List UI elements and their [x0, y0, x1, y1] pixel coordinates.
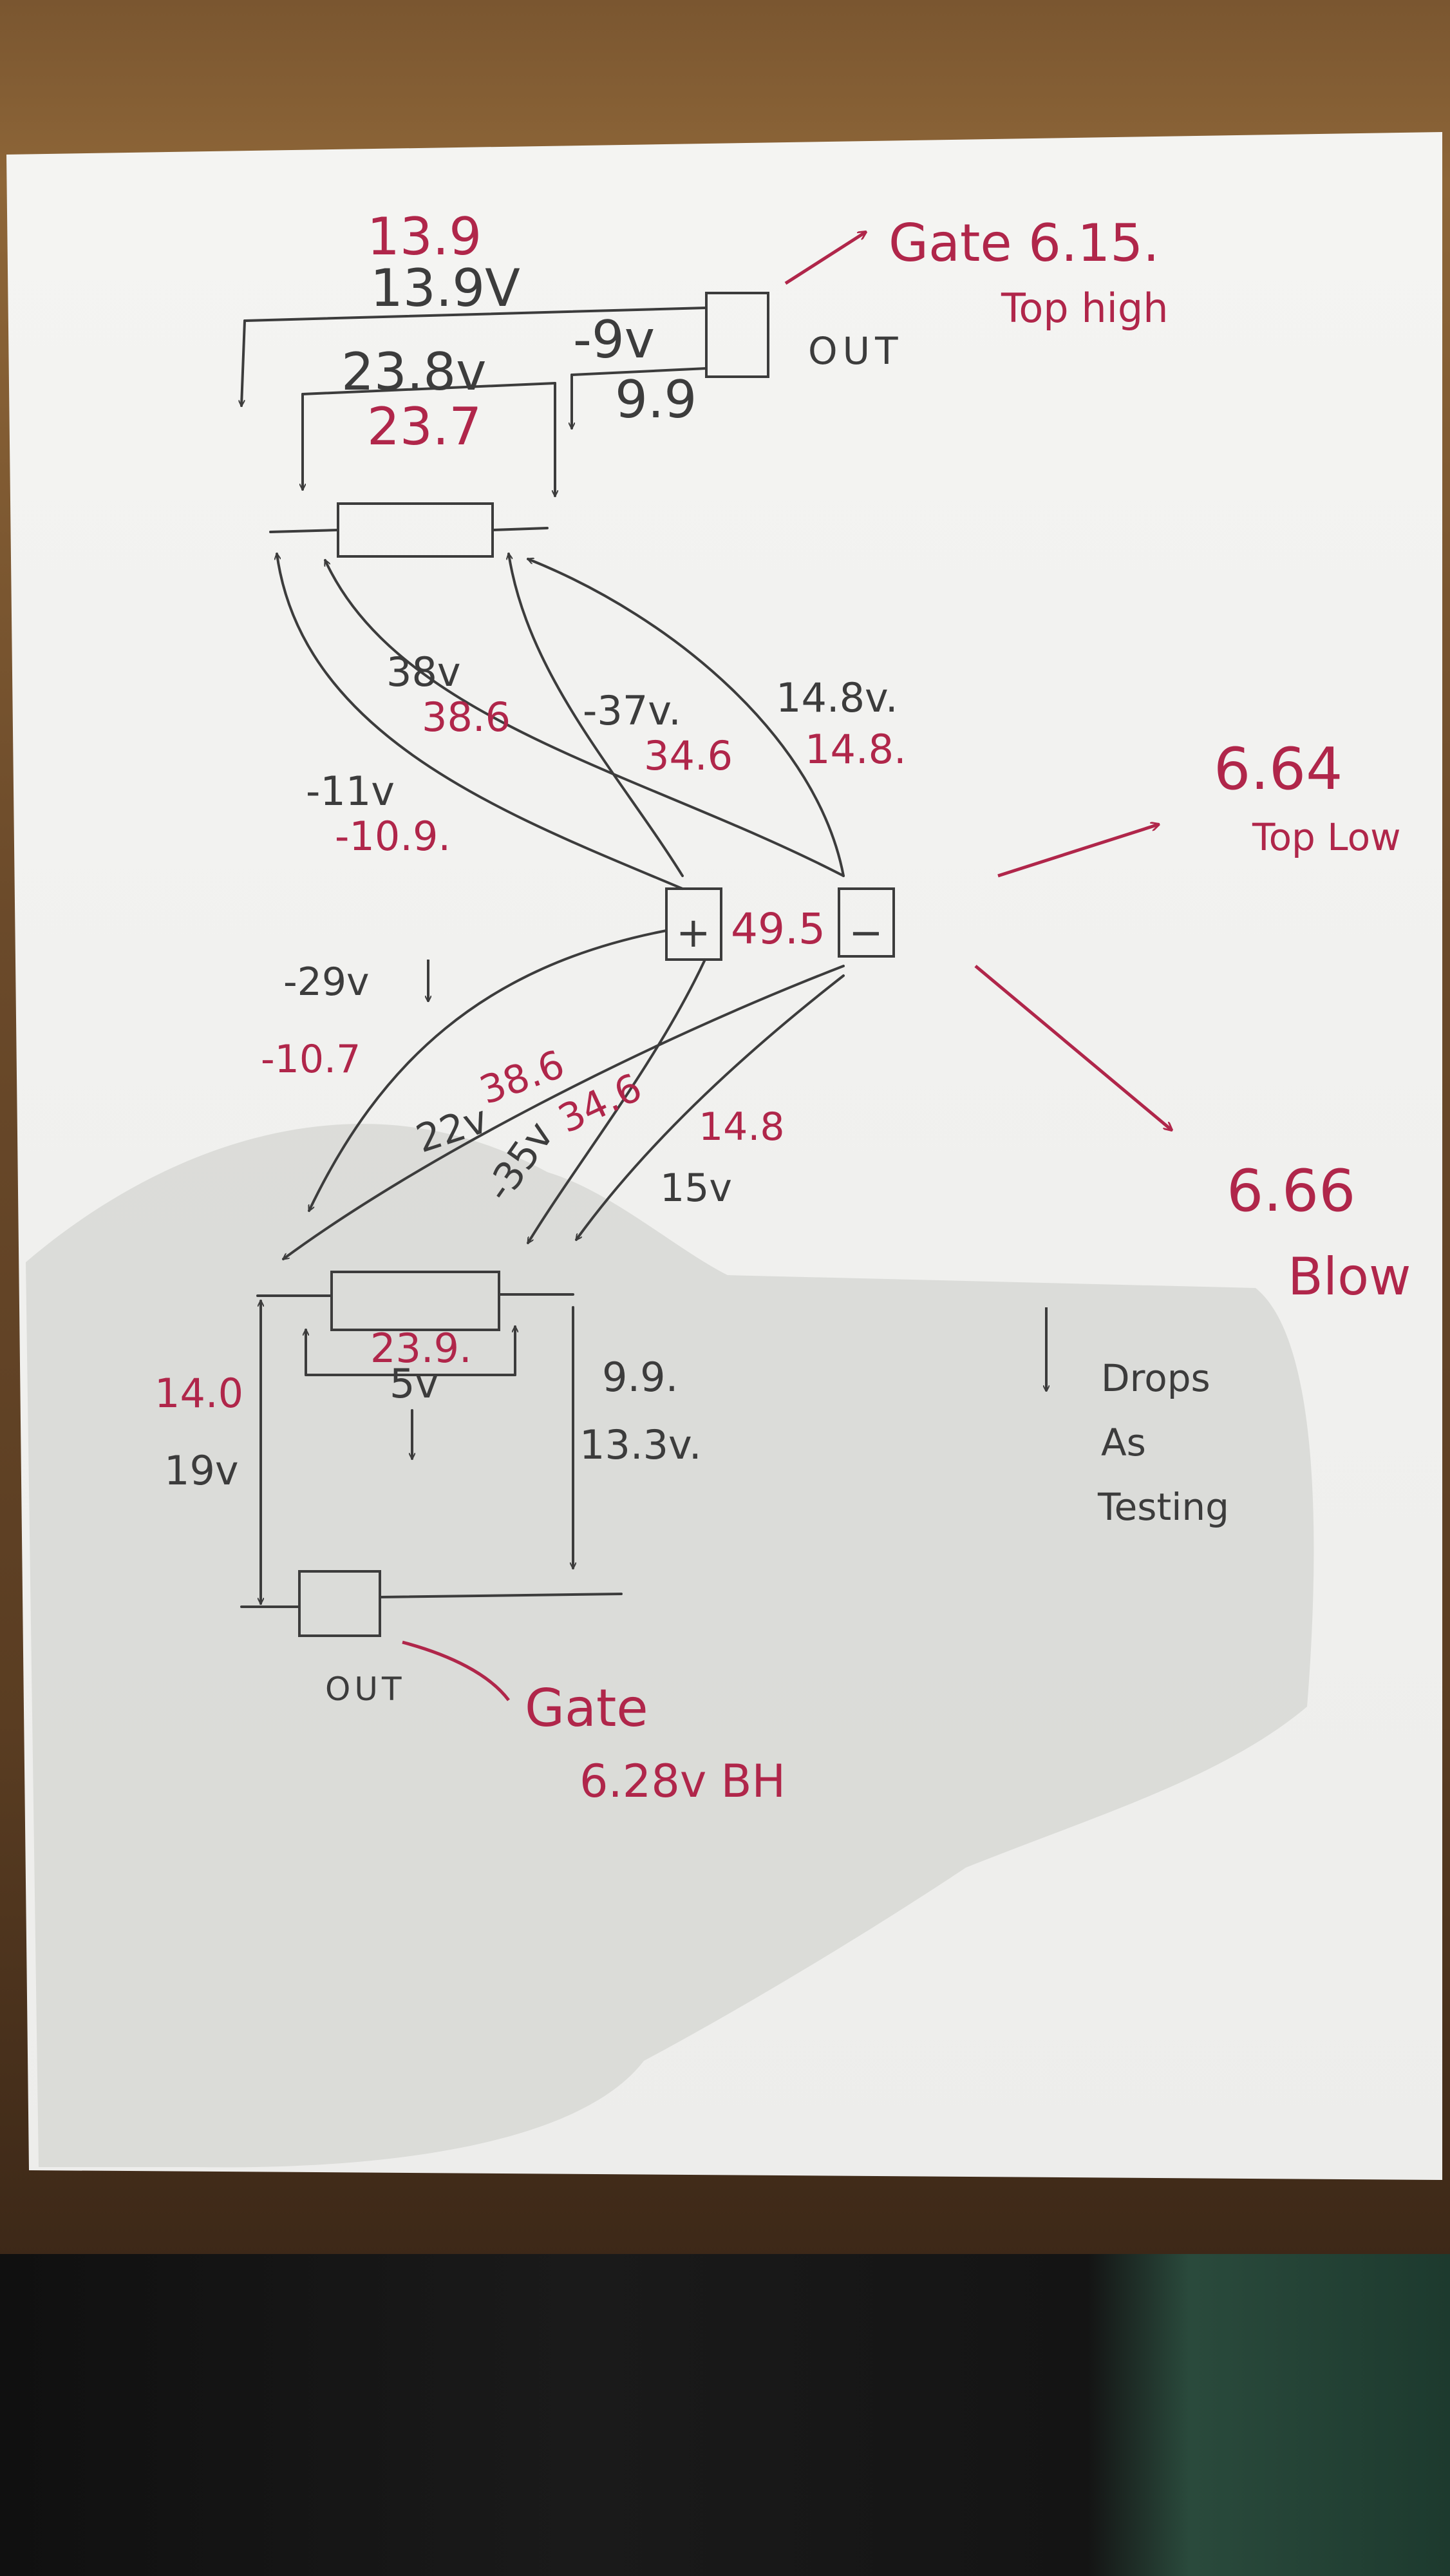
top-bus-line [243, 307, 708, 322]
top-section [241, 292, 769, 558]
wire-minus-to-bottom-right [575, 974, 845, 1240]
minus-terminal-label: − [849, 909, 883, 957]
top-gate-note: Gate 6.15. [889, 213, 1160, 273]
wire-plus-to-top-right [509, 553, 684, 877]
low-label-148: 14.8 [699, 1104, 785, 1150]
bottom-gate-value: 6.28v BH [579, 1755, 786, 1808]
bottom-gate-note: Gate [525, 1678, 648, 1738]
top-low-value: 6.64 [1214, 735, 1342, 803]
top-gate-arrow [784, 232, 866, 285]
hand-shadow [26, 1124, 1314, 2168]
blow-value: 6.66 [1227, 1157, 1355, 1225]
plus-terminal-box [665, 887, 722, 961]
top-out-lower-line [570, 367, 708, 376]
top-gate-sub: Top high [1001, 285, 1169, 332]
mid-label-346: 34.6 [644, 732, 733, 779]
bottom-label-133: 13.3v. [579, 1421, 702, 1468]
bottom-label-19v: 19v [164, 1447, 239, 1494]
mid-label-neg11: -11v [306, 768, 395, 815]
bottom-out-lead-right [379, 1593, 623, 1598]
wire-minus-to-top-right [528, 559, 845, 877]
blow-label: Blow [1288, 1247, 1411, 1307]
mid-label-386: 38.6 [422, 694, 511, 741]
drops-line-1: Drops [1101, 1356, 1210, 1400]
top-labels: 13.9 13.9V 23.8v 23.7 -9v 9.9 OUT Gate 6… [341, 207, 1169, 457]
floor-background [0, 2254, 1450, 2576]
center-voltage: 49.5 [731, 904, 825, 954]
drops-line-3: Testing [1097, 1485, 1229, 1529]
low-label-15v: 15v [660, 1166, 732, 1211]
top-label-black-1: 13.9V [370, 258, 520, 318]
wire-minus-to-bottom-far-left [283, 965, 845, 1260]
mid-label-neg109: -10.9. [335, 813, 451, 860]
bottom-labels: 14.0 19v 23.9. 5v 9.9. 13.3v. OUT Gate 6… [155, 1325, 786, 1808]
wire-plus-to-bottom-left [308, 929, 668, 1211]
bottom-section [240, 1271, 623, 1637]
top-low-label: Top Low [1252, 815, 1401, 859]
top-resistor-lead-right [491, 527, 549, 531]
drops-line-2: As [1101, 1421, 1146, 1464]
top-label-black-3: -9v [573, 310, 655, 370]
bottom-out-box [298, 1570, 381, 1637]
middle-section [277, 553, 895, 961]
top-low-arrow [997, 824, 1159, 878]
top-left-arrow [241, 319, 246, 407]
mid-label-38v: 38v [386, 649, 461, 696]
wire-plus-to-top-left [277, 553, 684, 890]
minus-terminal-box [838, 887, 895, 958]
wire-plus-to-bottom-right [527, 958, 706, 1243]
top-inner-line [301, 382, 556, 395]
top-out-box [705, 292, 769, 378]
wire-minus-to-top-left [324, 560, 845, 877]
low-label-neg29: -29v [283, 960, 370, 1005]
top-out-label: OUT [808, 329, 903, 373]
bottom-gate-pointer [402, 1640, 510, 1701]
top-label-red-1: 13.9 [367, 207, 482, 267]
bottom-resistor [330, 1271, 500, 1331]
bottom-label-239: 23.9. [370, 1325, 472, 1372]
middle-labels: 38v 38.6 -37v. 34.6 14.8v. 14.8. -11v -1… [306, 649, 907, 957]
bottom-label-99: 9.9. [602, 1354, 678, 1401]
mid-label-148r: 14.8. [805, 726, 907, 773]
mid-label-148v: 14.8v. [776, 674, 898, 721]
bottom-label-5v: 5v [390, 1360, 438, 1407]
bottom-out-label: OUT [325, 1671, 406, 1708]
top-label-red-2: 23.7 [367, 397, 482, 457]
low-label-neg107: -10.7 [261, 1037, 361, 1082]
blow-arrow [974, 965, 1172, 1130]
plus-terminal-label: + [676, 909, 711, 957]
bottom-label-140: 14.0 [155, 1370, 243, 1417]
lower-wires [283, 929, 845, 1260]
mid-label-neg37: -37v. [583, 687, 681, 734]
right-notes: 6.64 Top Low 6.66 Blow Drops As Testing [974, 735, 1411, 1529]
top-label-red-3: 9.9 [615, 370, 697, 430]
top-resistor-lead-left [269, 529, 339, 533]
top-label-black-2: 23.8v [341, 342, 486, 402]
